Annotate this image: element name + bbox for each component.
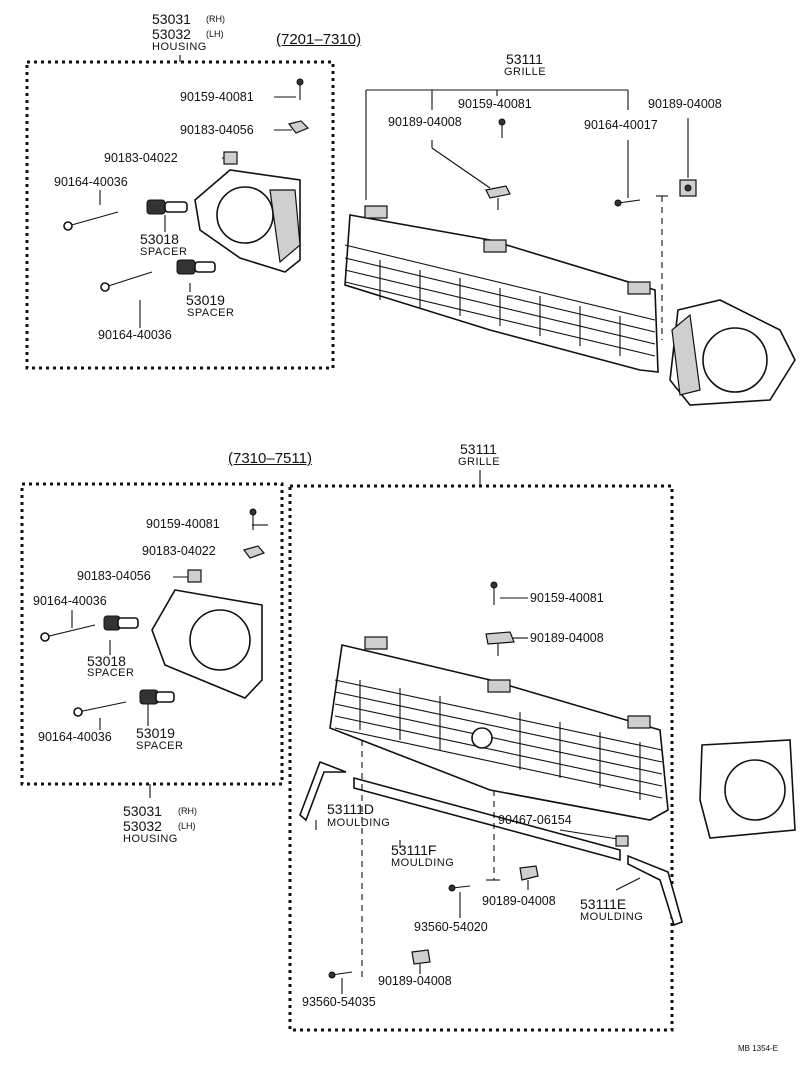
- bottom-housing-name: HOUSING: [123, 833, 178, 845]
- top-label-90183-04022: 90183-04022: [104, 151, 178, 165]
- bottom-grille-group-box: [288, 484, 674, 1032]
- moulding-E-number: 53111E: [580, 896, 627, 912]
- top-nut-90183-04022: [223, 151, 238, 165]
- bottom-spacer1-number: 53018: [87, 653, 126, 669]
- bottom-spacer-53018: [103, 615, 139, 631]
- top-housing-group-box: [25, 60, 335, 370]
- top-housing-bezel: [194, 169, 301, 273]
- top-label-90183-04056: 90183-04056: [180, 123, 254, 137]
- top-label-90164-a: 90164-40036: [54, 175, 128, 189]
- top-housing-rh-tag: (RH): [206, 14, 225, 24]
- moulding-53111E: [627, 854, 683, 927]
- bottom-housing-rh-tag: (RH): [178, 806, 197, 816]
- top-grille: [344, 205, 659, 373]
- top-screw-90164-b: [100, 271, 153, 292]
- bottom-housing-bezel: [151, 589, 263, 699]
- top-label-90159: 90159-40081: [180, 90, 254, 104]
- top-grille-label-90164-40017: 90164-40017: [584, 118, 658, 132]
- bottom-label-90164-a: 90164-40036: [33, 594, 107, 608]
- figure-code: MB 1354-E: [738, 1044, 779, 1053]
- bottom-label-90159: 90159-40081: [146, 517, 220, 531]
- moulding-53111F: [353, 776, 621, 862]
- bottom-spacer2-number: 53019: [136, 725, 175, 741]
- bottom-range-label: (7310–7511): [228, 450, 312, 467]
- top-spacer1-name: SPACER: [140, 246, 188, 258]
- bottom-grille-clip-90467: [615, 835, 629, 847]
- moulding-53111D: [299, 760, 347, 822]
- top-grille-label-90189-b: 90189-04008: [648, 97, 722, 111]
- bottom-grille-label-90467: 90467-06154: [498, 813, 572, 827]
- top-grille-bracket: [365, 89, 629, 200]
- bottom-grille-number: 53111: [460, 441, 497, 457]
- bottom-spacer1-name: SPACER: [87, 667, 135, 679]
- top-grille-screw-90159: [498, 118, 506, 138]
- bottom-grille-clip-90189-c: [411, 949, 431, 974]
- bottom-screw-90164-b: [73, 701, 127, 717]
- bottom-grille-clip-90189-a: [485, 631, 515, 656]
- top-screw-90159: [296, 78, 304, 100]
- top-grille-label-90159: 90159-40081: [458, 97, 532, 111]
- bottom-label-90183-04022: 90183-04022: [142, 544, 216, 558]
- bottom-grille-name: GRILLE: [458, 456, 501, 468]
- bottom-grille: [329, 636, 669, 821]
- top-screw-90164-a: [63, 211, 119, 231]
- bottom-grille-label-93560-54020: 93560-54020: [414, 920, 488, 934]
- top-label-90164-b: 90164-40036: [98, 328, 172, 342]
- moulding-E-name: MOULDING: [580, 911, 644, 923]
- top-range-label: (7201–7310): [276, 31, 362, 48]
- bottom-nut-90183-04056: [187, 569, 202, 583]
- moulding-D-name: MOULDING: [327, 817, 391, 829]
- bottom-grille-label-90189-c: 90189-04008: [378, 974, 452, 988]
- top-spacer2-number: 53019: [186, 292, 225, 308]
- top-grille-label-90189-a: 90189-04008: [388, 115, 462, 129]
- bottom-label-90183-04056: 90183-04056: [77, 569, 151, 583]
- bottom-screw-90164-a: [40, 624, 96, 642]
- top-spacer1-number: 53018: [140, 231, 179, 247]
- top-grille-name: GRILLE: [504, 66, 547, 78]
- bottom-grille-clip-90189-b: [519, 865, 539, 890]
- bottom-housing-lh-tag: (LH): [178, 821, 196, 831]
- moulding-D-number: 53111D: [327, 801, 374, 817]
- top-spacer2-name: SPACER: [187, 307, 235, 319]
- top-spacer-53018: [146, 199, 188, 215]
- bottom-grille-label-90189-b: 90189-04008: [482, 894, 556, 908]
- top-housing-name: HOUSING: [152, 41, 207, 53]
- bottom-label-90164-b: 90164-40036: [38, 730, 112, 744]
- top-spacer-53019: [176, 259, 216, 275]
- moulding-F-name: MOULDING: [391, 857, 455, 869]
- bottom-housing-lh-number: 53032: [123, 818, 162, 834]
- bottom-nut-90183-04022: [242, 545, 266, 559]
- top-grille-number: 53111: [506, 51, 543, 67]
- bottom-housing-group-box: [20, 482, 284, 786]
- top-housing-lh-number: 53032: [152, 26, 191, 42]
- bottom-grille-label-90159: 90159-40081: [530, 591, 604, 605]
- bottom-grille-screw-90159: [490, 581, 498, 605]
- top-nut-90183-04056: [287, 120, 310, 134]
- bottom-housing-rh-number: 53031: [123, 803, 162, 819]
- bottom-spacer-53019: [139, 689, 175, 705]
- top-grille-clip-90189: [485, 185, 511, 210]
- bottom-spacer2-name: SPACER: [136, 740, 184, 752]
- top-grille-screw-90164-40017: [614, 199, 641, 207]
- moulding-F-number: 53111F: [391, 842, 437, 858]
- bottom-right-housing: [699, 739, 796, 839]
- bottom-screw-90159: [249, 508, 257, 530]
- top-right-housing: [669, 299, 796, 406]
- top-housing-rh-number: 53031: [152, 11, 191, 27]
- top-grille-clip-90189-b: [679, 179, 697, 197]
- bottom-grille-label-93560-54035: 93560-54035: [302, 995, 376, 1009]
- bottom-screw-93560-54020: [448, 884, 471, 892]
- bottom-screw-93560-54035: [328, 971, 353, 979]
- top-housing-lh-tag: (LH): [206, 29, 224, 39]
- bottom-grille-label-90189-a: 90189-04008: [530, 631, 604, 645]
